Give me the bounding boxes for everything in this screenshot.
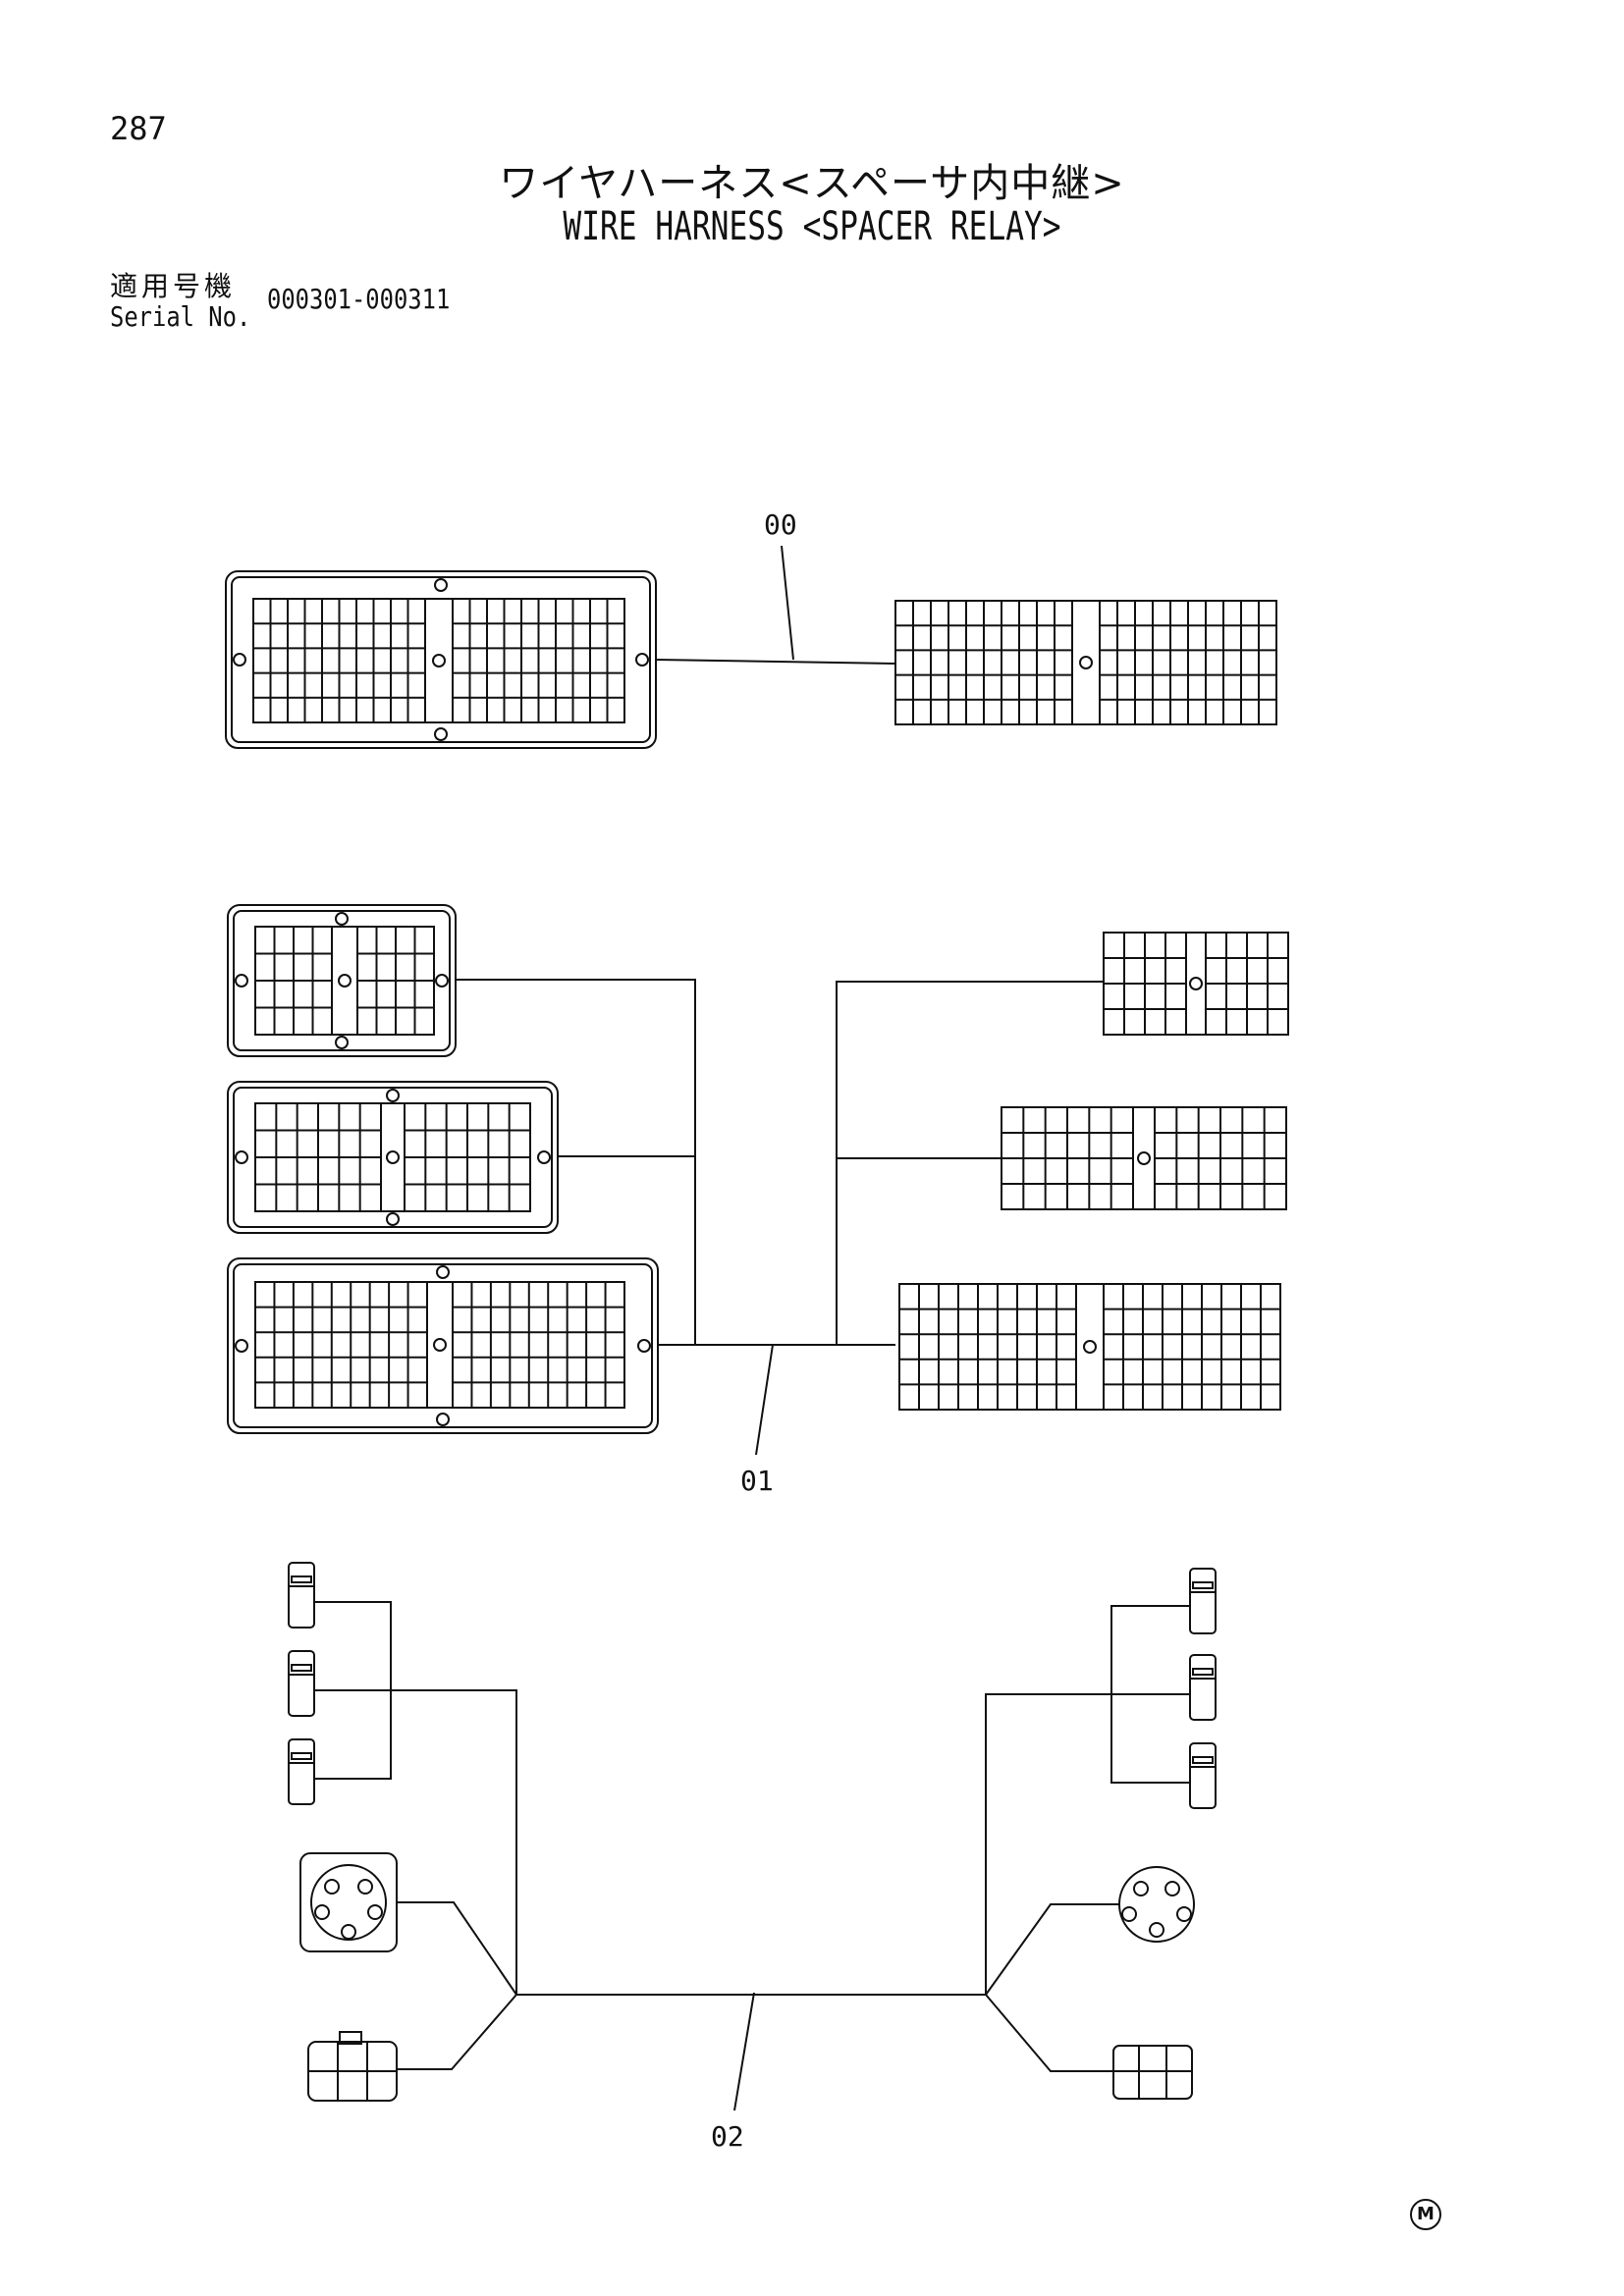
connector-00-left (225, 570, 657, 749)
connector-00-right (894, 600, 1277, 725)
terminal-02-right-2 (1189, 1654, 1217, 1721)
manufacturer-mark-icon: M (1410, 2199, 1441, 2230)
terminal-02-right-3 (1189, 1742, 1217, 1809)
title-japanese: ワイヤハーネス<スペーサ内中継> (499, 161, 1125, 206)
page-number: 287 (110, 110, 167, 147)
connector-01-left-top (227, 904, 457, 1057)
part-label-00: 00 (764, 508, 797, 541)
terminal-02-left-1 (288, 1562, 315, 1629)
part-labels: 00 01 02 (711, 508, 797, 2153)
connector-01-right-top (1103, 932, 1289, 1036)
leader-00 (781, 545, 794, 661)
leader-01 (755, 1344, 774, 1456)
part-label-02: 02 (711, 2120, 744, 2153)
leader-02 (733, 1992, 755, 2111)
serial-label-english: Serial No. (110, 300, 251, 333)
connector-01-left-bottom (227, 1257, 659, 1434)
leader-lines (733, 545, 794, 2111)
connector-01-right-bottom (898, 1283, 1281, 1411)
serial-label-japanese: 適用号機 (110, 270, 237, 302)
terminal-02-right-1 (1189, 1568, 1217, 1634)
terminal-02-left-2 (288, 1650, 315, 1717)
terminal-02-left-3 (288, 1738, 315, 1805)
rect-connector-02-left (307, 2031, 398, 2102)
part-label-01: 01 (740, 1465, 774, 1497)
connector-01-right-middle (1001, 1106, 1287, 1210)
connector-01-left-middle (227, 1081, 559, 1234)
rect-connector-02-right (1112, 2045, 1193, 2100)
round-connector-02-right (1118, 1866, 1195, 1943)
title-english: WIRE HARNESS <SPACER RELAY> (563, 204, 1061, 249)
connectors (225, 570, 1289, 2102)
round-connector-02-left (299, 1852, 398, 1952)
serial-number-range: 000301-000311 (267, 283, 451, 315)
harness-wires (314, 659, 1190, 2072)
